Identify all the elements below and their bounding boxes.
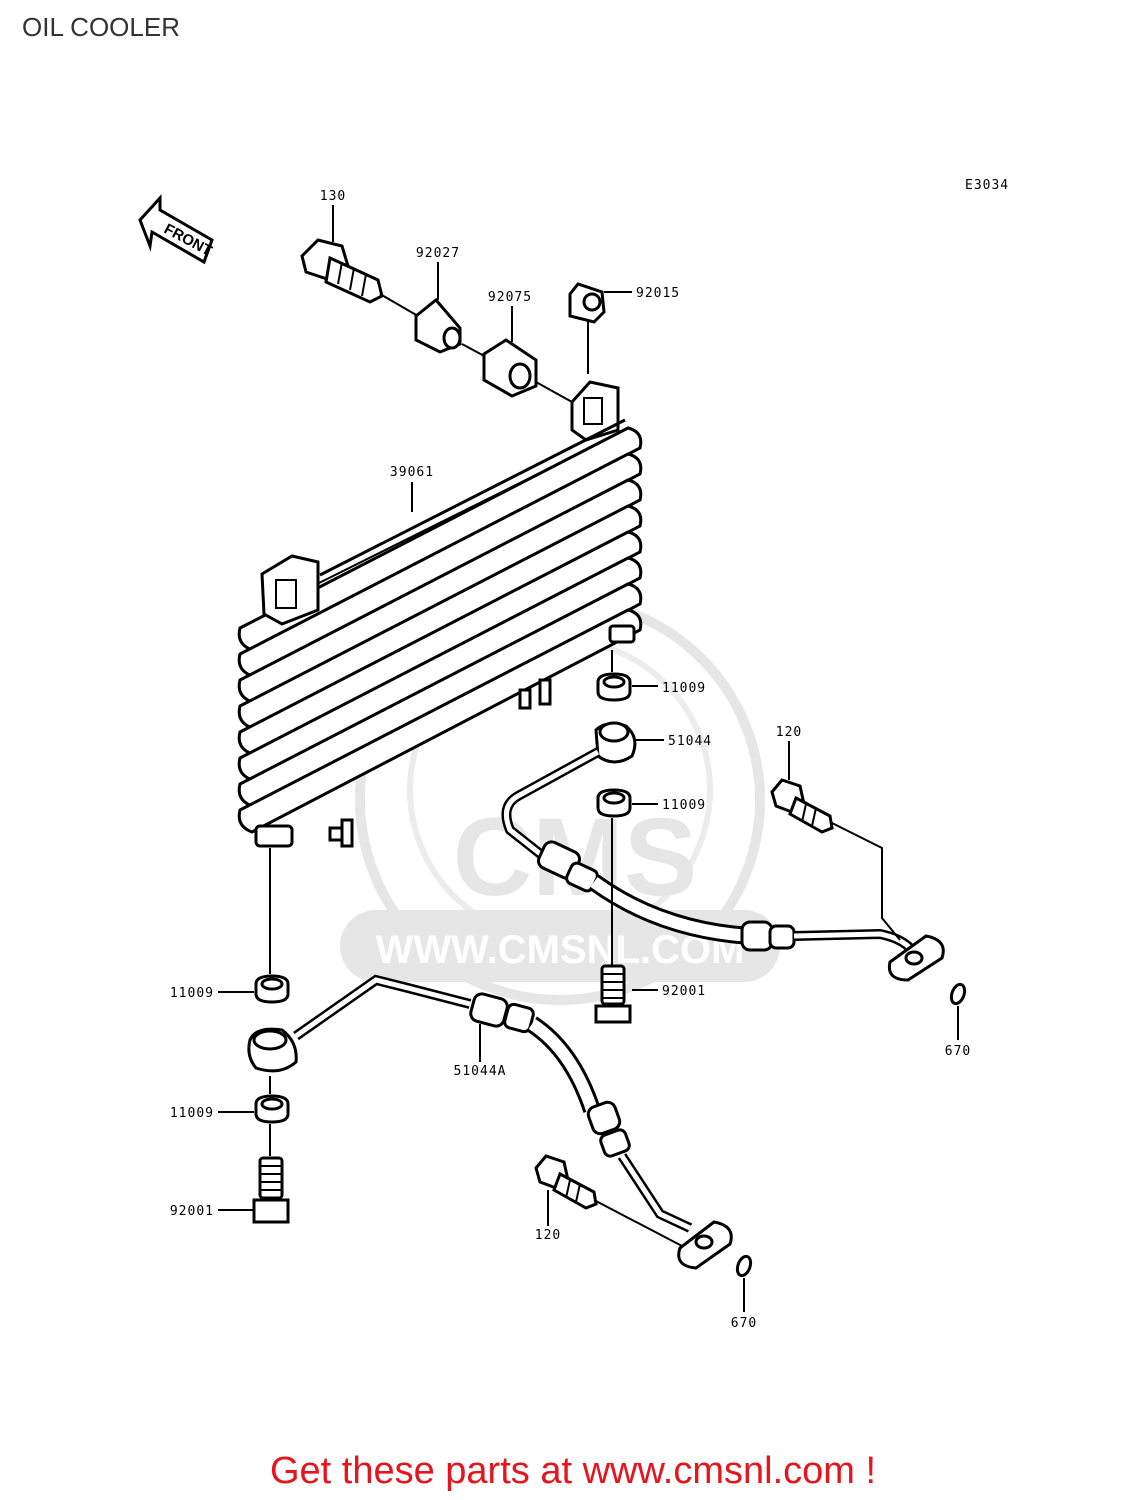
nut-92015: [568, 282, 606, 324]
callout-92015: 92015: [636, 286, 680, 301]
callout-120-b: 120: [535, 1228, 561, 1243]
callout-51044a: 51044A: [454, 1064, 507, 1079]
callout-92001-b: 92001: [170, 1204, 214, 1219]
callout-11009-d: 11009: [170, 1106, 214, 1121]
callout-670-b: 670: [731, 1316, 757, 1331]
callout-92027: 92027: [416, 246, 460, 261]
callout-11009-c: 11009: [170, 986, 214, 1001]
gasket-upper-mid: [596, 788, 632, 818]
hose-51044a: [247, 974, 733, 1270]
callout-11009-b: 11009: [662, 798, 706, 813]
bolt-120-upper: [770, 778, 834, 834]
callout-670-a: 670: [945, 1044, 971, 1059]
callout-39061: 39061: [390, 465, 434, 480]
callout-92001-a: 92001: [662, 984, 706, 999]
oring-lower: [735, 1254, 753, 1278]
collar-92027: [414, 297, 462, 354]
gasket-left-bottom: [254, 1094, 290, 1124]
callout-120-a: 120: [776, 725, 802, 740]
hose-51044: [501, 721, 945, 982]
watermark-url: WWW.CMSNL.COM: [376, 928, 745, 972]
callout-92075: 92075: [488, 290, 532, 305]
bolt-130: [300, 238, 384, 304]
front-arrow-icon: FRONT: [138, 194, 215, 265]
damper-92075: [482, 338, 538, 398]
gasket-left-top: [254, 974, 290, 1004]
cooler-core: [237, 426, 643, 834]
footer-promo-text: Get these parts at www.cmsnl.com !: [269, 1450, 877, 1492]
oil-cooler: [237, 380, 643, 848]
banjo-bolt-upper: [594, 964, 632, 1024]
callout-11009-a: 11009: [662, 681, 706, 696]
diagram-code: E3034: [965, 178, 1009, 193]
callout-130: 130: [320, 189, 346, 204]
banjo-bolt-lower: [252, 1156, 290, 1224]
callouts: 130 92027 92075 92015 39061 11009 51044 …: [170, 189, 971, 1331]
callout-51044: 51044: [668, 734, 712, 749]
leader-lines: [218, 205, 790, 1226]
oring-upper: [949, 982, 967, 1006]
gasket-upper-top: [596, 672, 632, 702]
bolt-120-lower: [534, 1154, 598, 1210]
page-title: OIL COOLER: [22, 12, 180, 42]
